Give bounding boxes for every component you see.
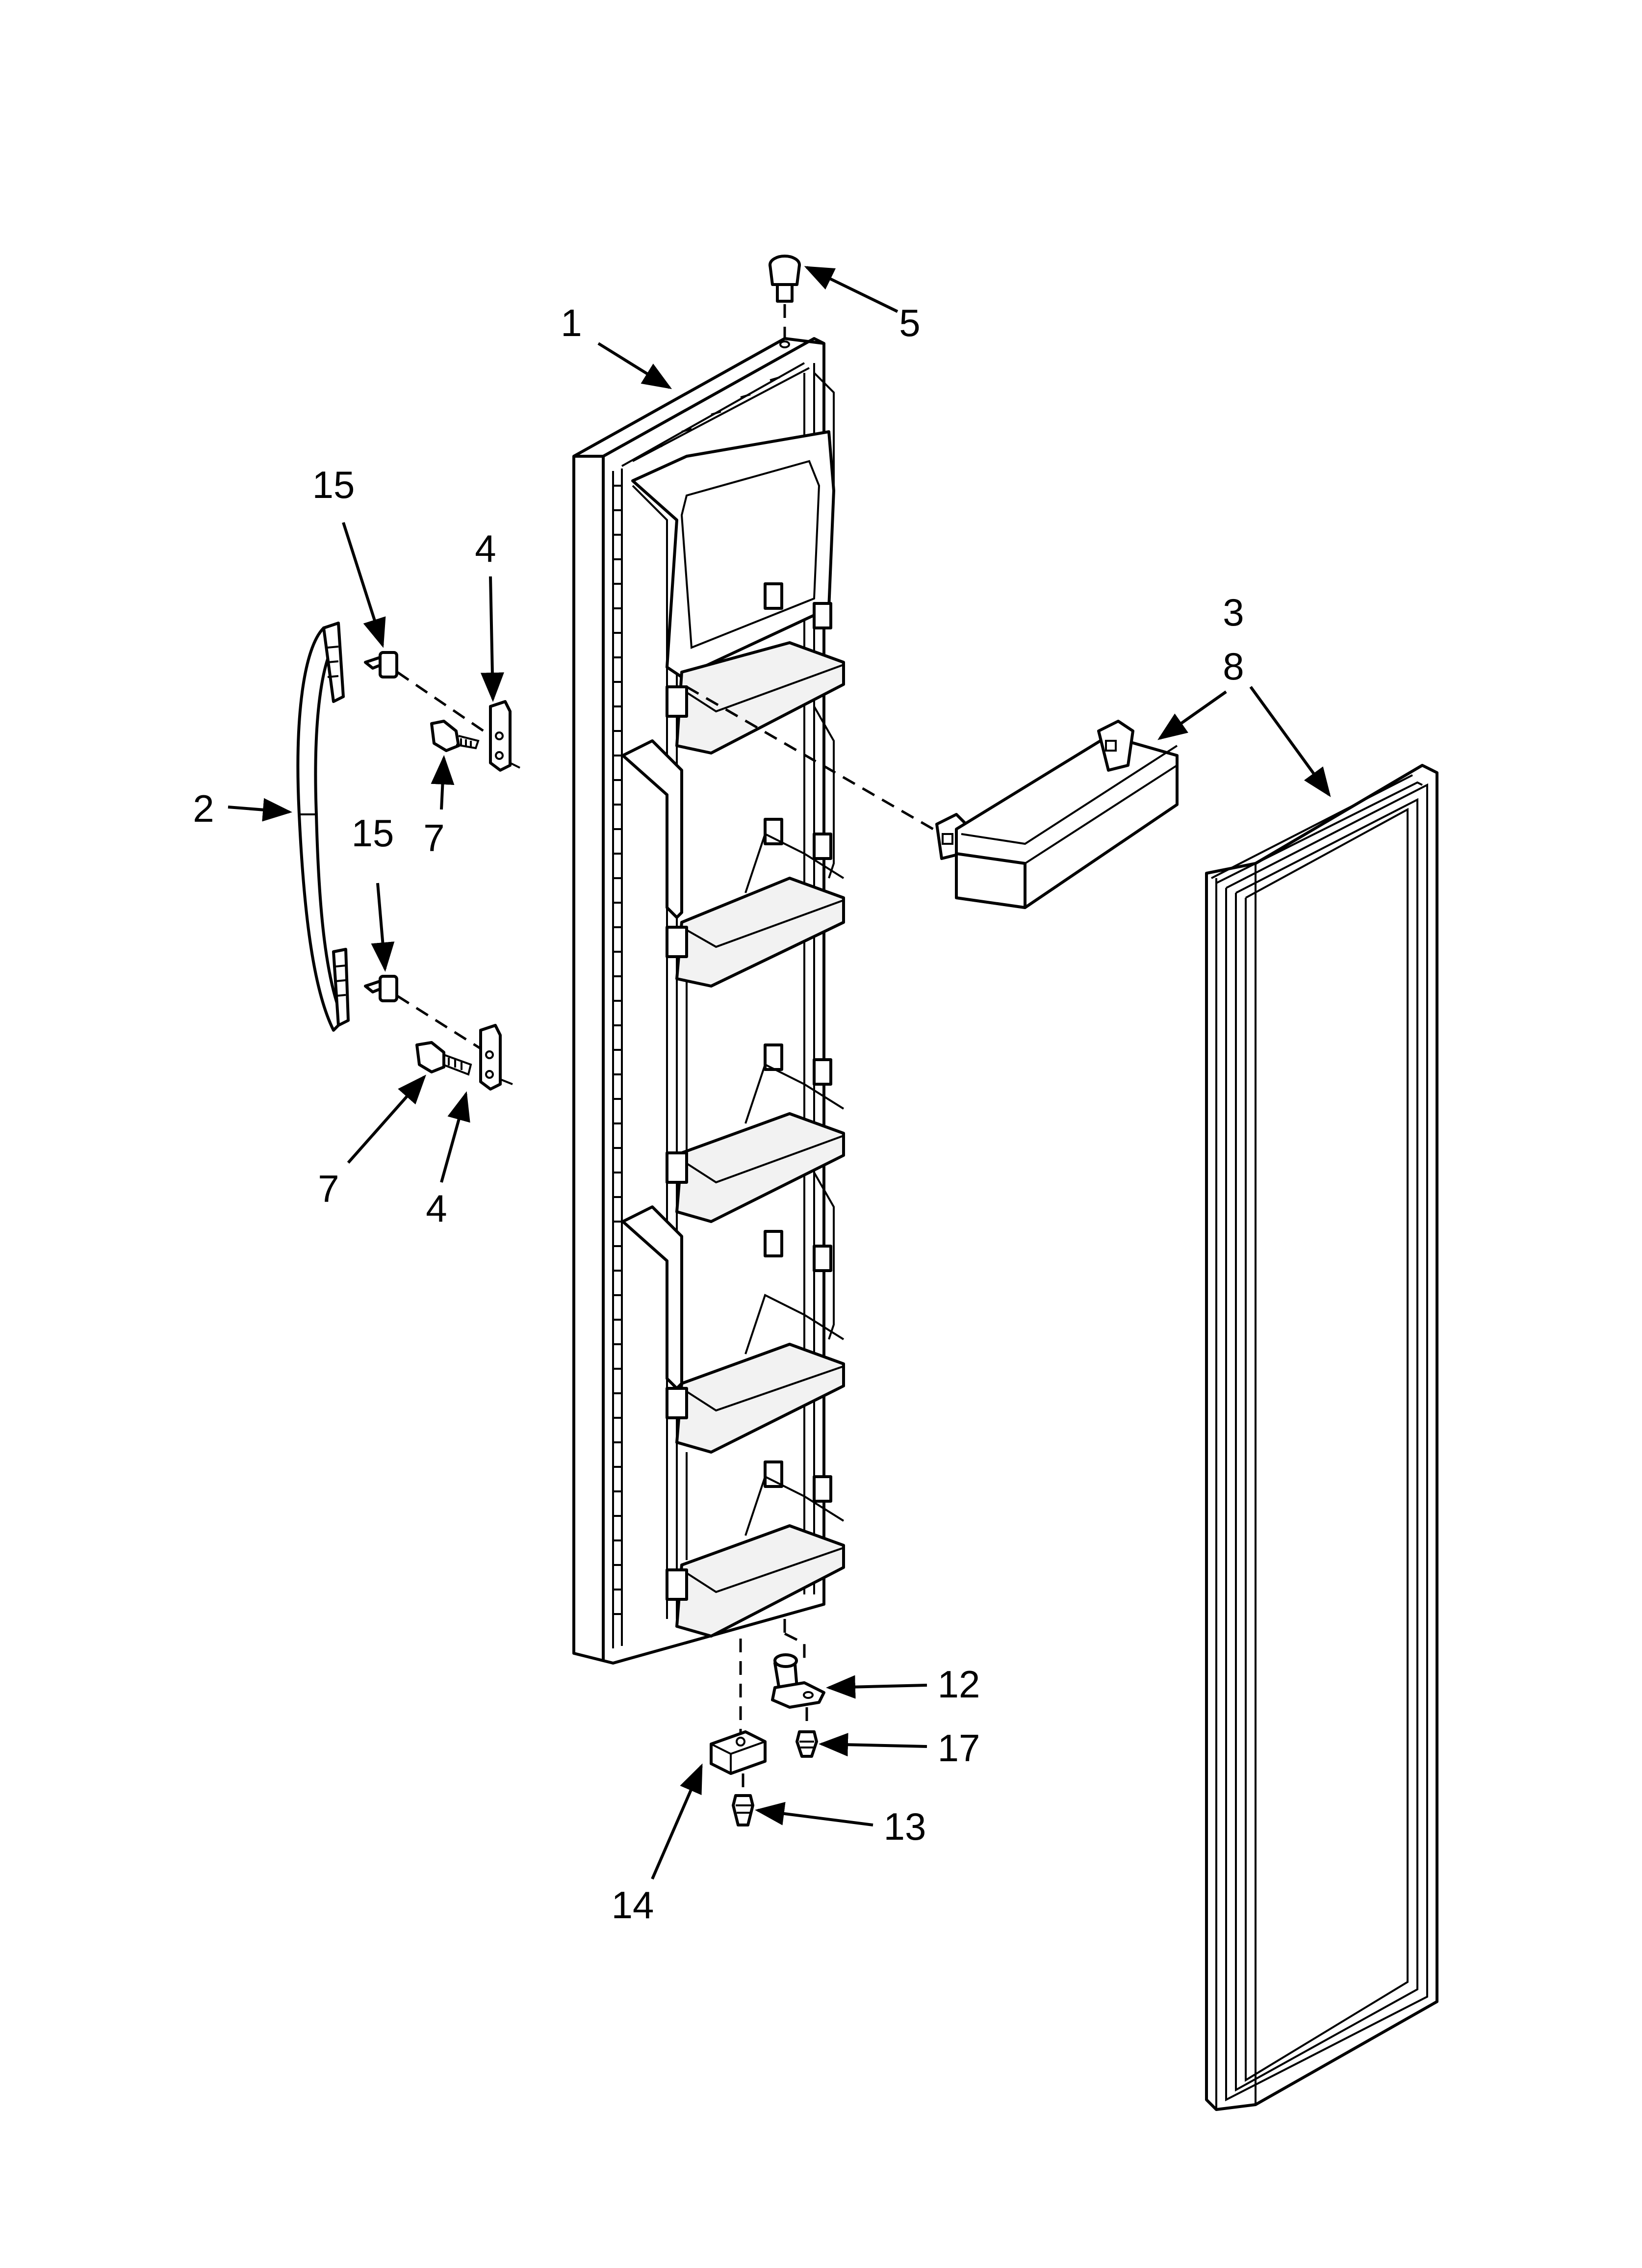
callout-4-upper: 4 bbox=[475, 527, 496, 570]
callout-2: 2 bbox=[193, 787, 214, 830]
callout-5: 5 bbox=[899, 301, 920, 344]
callout-8: 8 bbox=[1223, 645, 1244, 688]
leader-15a bbox=[342, 522, 386, 648]
door-shelf-4 bbox=[666, 1230, 845, 1454]
leader-3 bbox=[1157, 690, 1227, 740]
leader-1 bbox=[597, 342, 672, 390]
callout-12: 12 bbox=[938, 1663, 980, 1706]
door-shelf-2 bbox=[666, 818, 845, 988]
door-shelf-3 bbox=[666, 1043, 845, 1223]
leader-7a bbox=[431, 755, 455, 810]
leader-17 bbox=[819, 1733, 927, 1757]
handle-bracket-upper bbox=[489, 700, 520, 772]
bottom-hinge-parts bbox=[710, 1619, 825, 1826]
leader-4a bbox=[480, 576, 504, 702]
callout-labels: 1 2 3 4 4 5 7 7 8 12 13 14 15 15 17 bbox=[193, 301, 1244, 1927]
callout-13: 13 bbox=[884, 1805, 926, 1848]
leader-13 bbox=[755, 1802, 873, 1826]
leader-12 bbox=[826, 1675, 927, 1699]
leader-2 bbox=[228, 798, 292, 822]
leader-8 bbox=[1249, 686, 1331, 797]
door-bin bbox=[686, 685, 1179, 909]
door-liner-shelves bbox=[621, 372, 845, 1638]
callout-4-lower: 4 bbox=[426, 1187, 447, 1230]
mounting-screw-upper bbox=[430, 720, 480, 752]
top-hinge-pin bbox=[769, 255, 801, 339]
door-shelf-1 bbox=[666, 582, 845, 755]
handle-bracket-lower bbox=[479, 1024, 513, 1091]
handle-screw-lower bbox=[364, 975, 491, 1056]
callout-15-lower: 15 bbox=[352, 811, 394, 855]
callout-7-lower: 7 bbox=[318, 1167, 339, 1210]
leader-7b bbox=[347, 1074, 426, 1164]
callout-15-upper: 15 bbox=[312, 463, 355, 506]
door-shelf-5 bbox=[666, 1460, 845, 1638]
callout-3: 3 bbox=[1223, 591, 1244, 634]
callout-7-upper: 7 bbox=[423, 816, 444, 860]
callout-14: 14 bbox=[612, 1883, 654, 1927]
leader-15b bbox=[371, 883, 395, 972]
leader-lines bbox=[228, 266, 1331, 1880]
door-gasket bbox=[1205, 764, 1438, 2111]
leader-5 bbox=[804, 266, 898, 313]
mounting-screw-lower bbox=[415, 1041, 472, 1076]
leader-4b bbox=[440, 1091, 470, 1183]
door-handle bbox=[296, 622, 350, 1032]
callout-1: 1 bbox=[561, 301, 582, 344]
leader-14 bbox=[651, 1763, 703, 1880]
callout-17: 17 bbox=[938, 1726, 980, 1770]
handle-screw-upper bbox=[364, 651, 506, 747]
